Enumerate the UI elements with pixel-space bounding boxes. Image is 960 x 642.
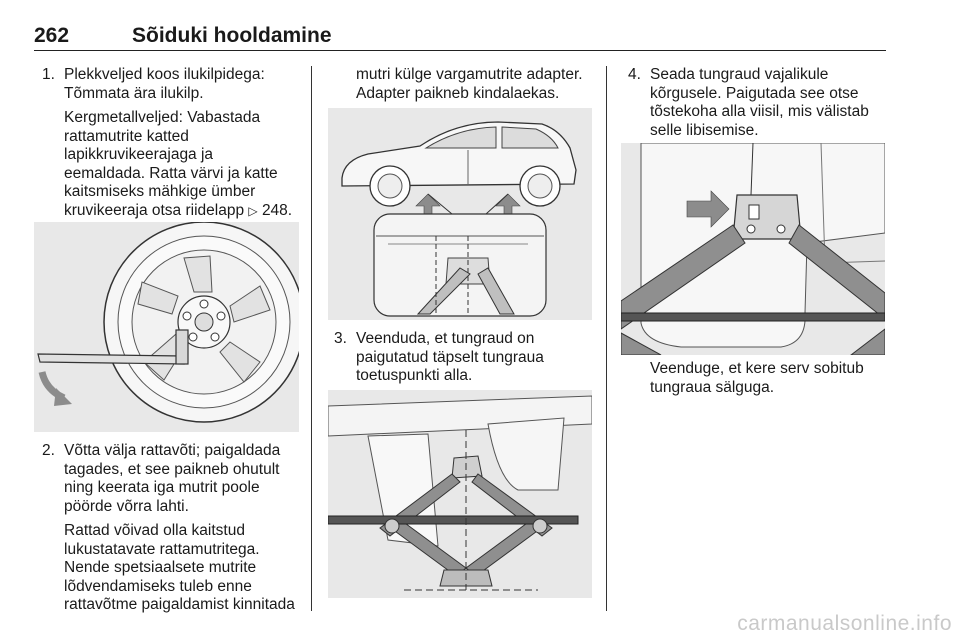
step-number: 3. [334,330,347,347]
page-reference-link[interactable]: 248. [261,201,293,219]
text-line: Veenduge, et kere serv sobitub [650,360,864,377]
text-line: Rattad võivad olla kaitstud [64,522,245,539]
figure-wheel-wrench [34,222,299,432]
step-number: 4. [628,66,641,83]
figure-jack-position [328,390,592,598]
step-3: 3. Veenduda, et tungraud on paigutatud t… [334,330,596,386]
text-line: tagades, et see paikneb ohutult [64,460,280,478]
step-number: 2. [42,442,55,459]
text-line: eemaldada. Ratta värvi ja katte [64,164,278,182]
figure-jack-notch-detail [621,143,885,355]
text-line: ning keerata iga mutrit poole [64,479,260,496]
text-line: kõrgusele. Paigutada see otse [650,84,859,102]
watermark: carmanualsonline.info [737,612,952,635]
text-line: selle libisemise. [650,121,759,139]
text-line: mutri külge vargamutrite adapter. [356,66,583,83]
page-title: Sõiduki hooldamine [132,24,332,47]
text-line: Seada tungraud vajalikule [650,66,829,83]
text-line: tõstekoha alla viisil, mis välistab [650,103,869,120]
text-line: Plekkveljed koos ilukilpidega: [64,66,265,83]
column-divider-2 [606,66,607,611]
triangle-ref-icon: ▷ [248,203,258,218]
text-line: Kergmetallveljed: Vabastada [64,109,261,126]
text-line: paigutatud täpselt tungraua [356,348,544,366]
text-line: toetuspunkti alla. [356,367,473,384]
text-line: lõdvendamiseks tuleb enne [64,577,252,595]
column-divider-1 [311,66,312,611]
figure-car-jacking-points [328,108,592,320]
step-4: 4. Seada tungraud vajalikule kõrgusele. … [628,66,890,140]
text-line: Veenduda, et tungraud on [356,330,535,347]
step-1: 1. Plekkveljed koos ilukilpidega: Tõmmat… [42,66,304,220]
text-line-with-ref: kruvikeeraja otsa riidelapp ▷ 248. [64,202,304,221]
text-line: lukustatavate rattamutritega. [64,540,260,558]
step-continuation: mutri külge vargamutrite adapter. Adapte… [334,66,596,103]
text-line: rattavõtme paigaldamist kinnitada [64,596,295,613]
page-number: 262 [34,24,70,47]
step-number: 1. [42,66,55,83]
text-line: kaitsmiseks mähkige ümber [64,183,256,200]
text-line: pöörde võrra lahti. [64,497,189,515]
text-line: Tõmmata ära ilukilp. [64,84,204,102]
note-text: Veenduge, et kere serv sobitub tungraua … [628,360,890,397]
text-line: Adapter paikneb kindalaekas. [356,84,560,102]
text-line: rattamutrite katted [64,127,189,145]
step-2: 2. Võtta välja rattavõti; paigaldada tag… [42,442,304,615]
text-line: Nende spetsiaalsete mutrite [64,559,257,576]
text-line: tungraua sälguga. [650,378,775,396]
text-line: Võtta välja rattavõti; paigaldada [64,442,281,459]
text-fragment: kruvikeeraja otsa riidelapp [64,201,245,219]
text-line: lapikkruvikeerajaga ja [64,146,214,163]
page-header: 262 Sõiduki hooldamine [34,24,886,51]
